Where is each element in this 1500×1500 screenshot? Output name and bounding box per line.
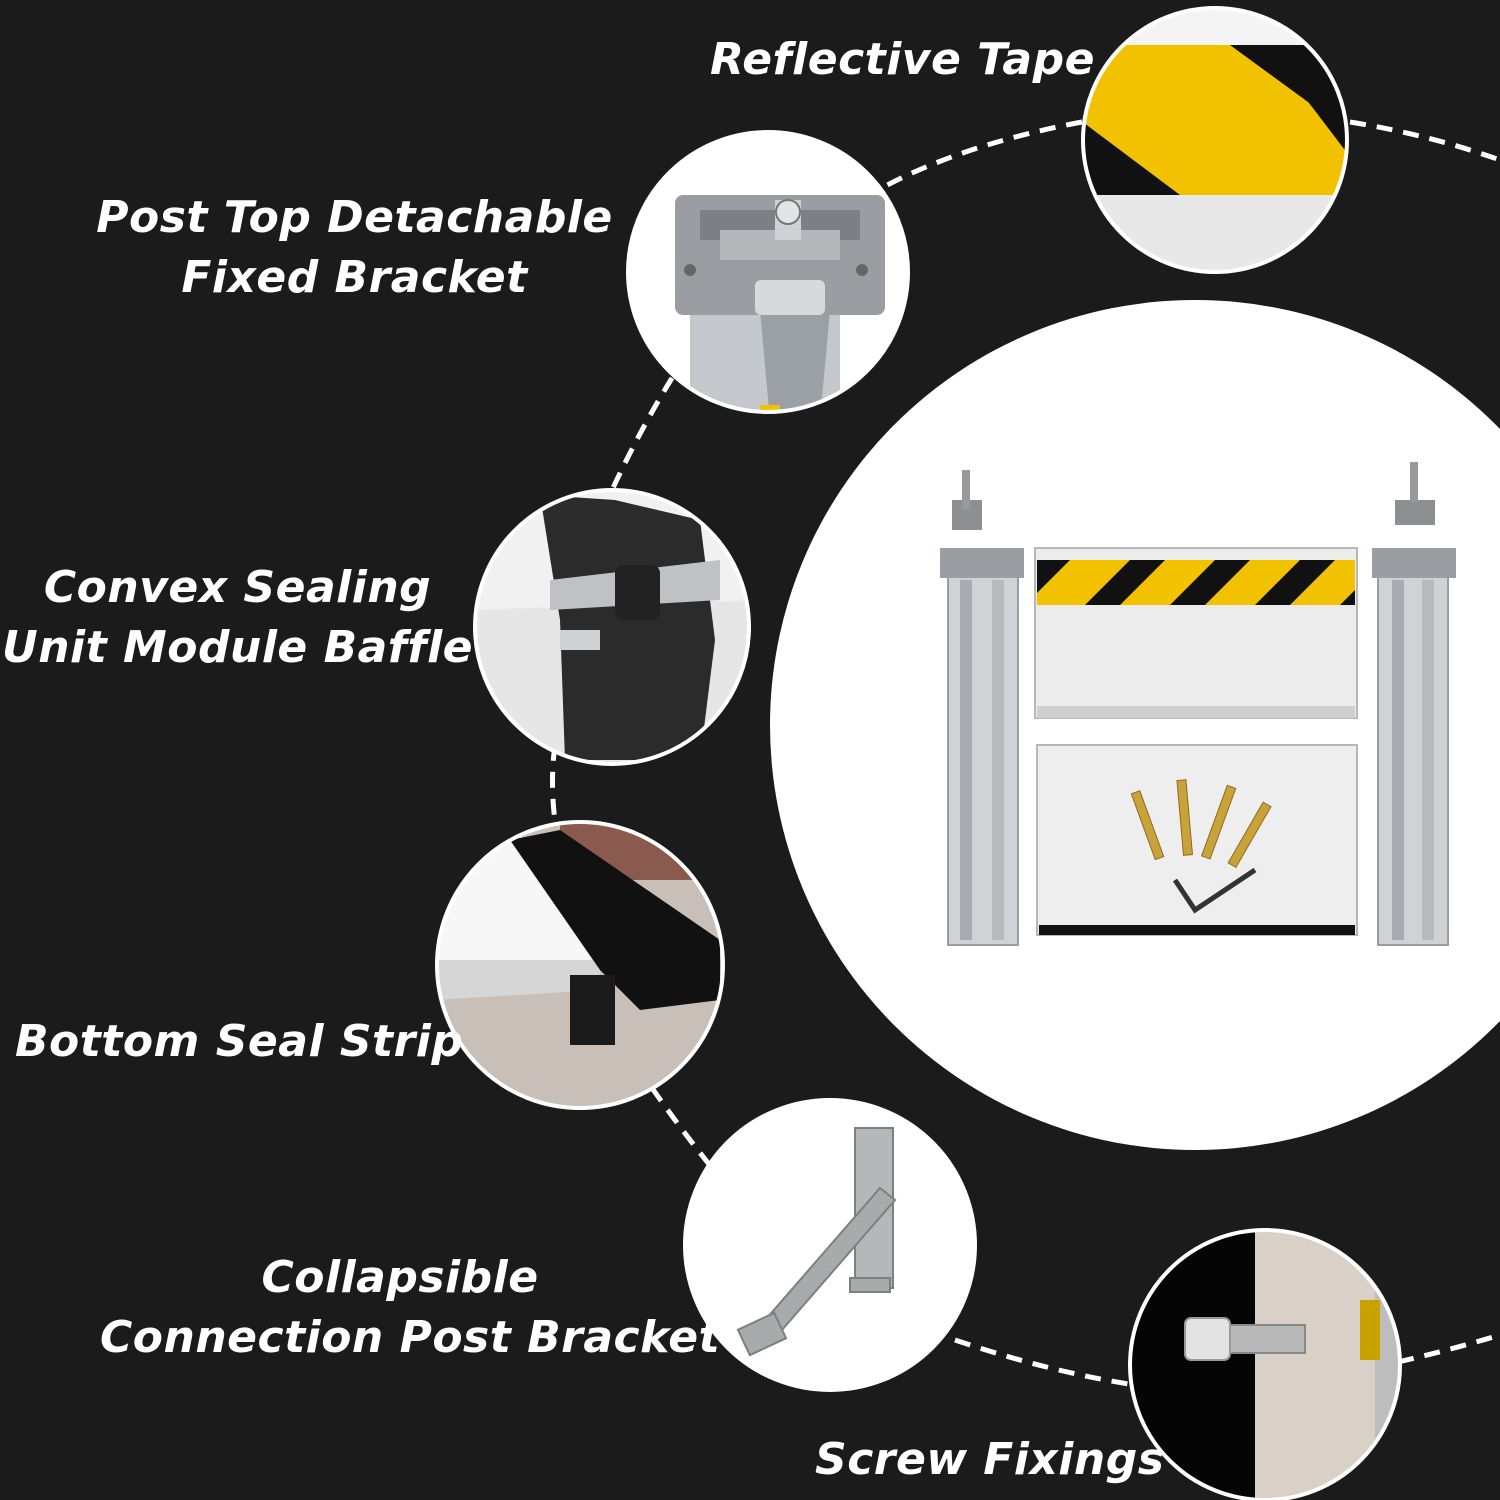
connector-screw-right	[1397, 1332, 1500, 1365]
label-collapsible-line1: Collapsible	[261, 1252, 539, 1303]
label-post-top-line1: Post Top Detachable	[96, 192, 613, 243]
connector-seal-coll	[649, 1086, 714, 1170]
dashed-connectors	[550, 119, 1500, 1388]
reflective-tape-ring	[1081, 6, 1349, 274]
flood-barrier-product	[940, 462, 1456, 946]
label-screw-fixings: Screw Fixings	[815, 1434, 1165, 1485]
bottom-seal-circle	[437, 822, 723, 1108]
label-convex-line2: Unit Module Baffle	[2, 622, 473, 673]
bottom-seal-ring	[435, 820, 725, 1110]
connector-tape-post	[876, 119, 1083, 193]
bracket-clamp-icon	[675, 195, 885, 315]
connector-post-convex	[609, 376, 675, 492]
screw-fixings-circle	[1130, 1230, 1400, 1500]
post-top-ring	[626, 130, 910, 414]
label-collapsible-line2: Connection Post Bracket	[100, 1312, 721, 1363]
post-top-bracket-circle	[628, 132, 908, 412]
label-post-top-line2: Fixed Bracket	[181, 252, 528, 303]
folding-bracket-icon	[736, 1127, 897, 1357]
reflective-tape-circle	[1083, 8, 1347, 272]
collapsible-ring	[683, 1098, 977, 1392]
convex-sealing-circle	[475, 490, 749, 764]
seal-strip-icon	[510, 830, 720, 1045]
screw-fixings-ring	[1128, 1228, 1402, 1500]
convex-sealing-ring	[473, 488, 751, 766]
collapsible-bracket-circle	[685, 1100, 975, 1390]
connector-tape-right	[1349, 119, 1500, 163]
connector-convex-seal	[550, 744, 558, 823]
sealing-joint-icon	[540, 495, 720, 760]
label-reflective-tape: Reflective Tape	[710, 34, 1095, 85]
hazard-stripe-icon	[1230, 45, 1347, 170]
label-bottom-seal: Bottom Seal Strip	[15, 1016, 464, 1067]
connector-coll-screw	[954, 1337, 1136, 1388]
screw-icon	[1184, 1317, 1306, 1361]
label-convex-line1: Convex Sealing	[43, 562, 432, 613]
